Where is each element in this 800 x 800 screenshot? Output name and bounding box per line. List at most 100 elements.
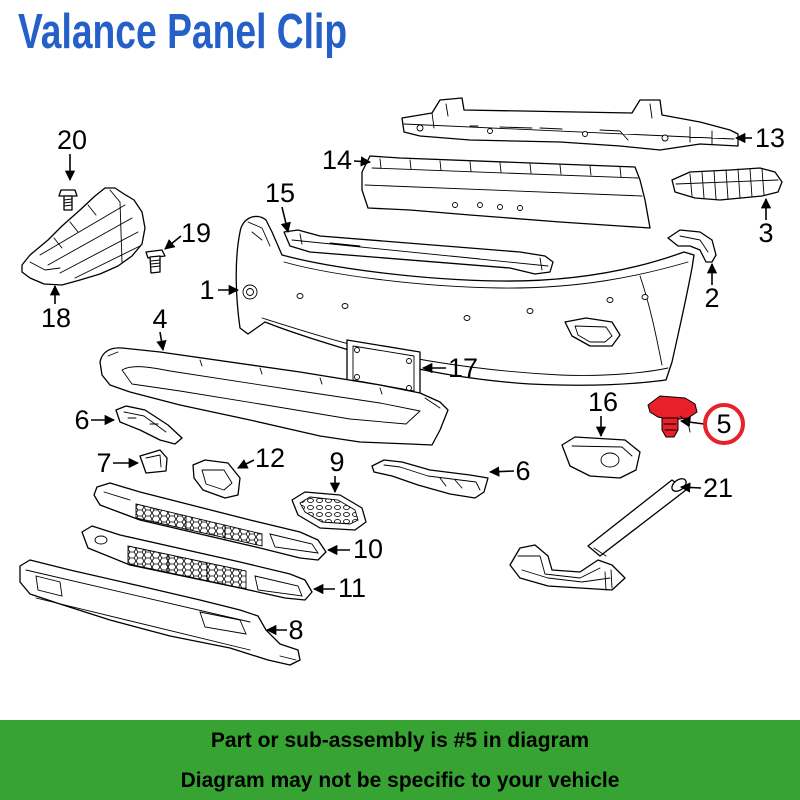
part-8-window-left [35,575,63,597]
callout-18: 18 [41,303,71,333]
part-21-bracket [509,544,626,591]
part-9 [291,491,367,531]
part-14 [361,155,651,229]
part-16-opening [600,452,620,468]
part-14-outline [361,155,651,229]
footer-disclaimer: Diagram may not be specific to your vehi… [180,769,620,792]
part-1-sensor-hole [526,308,534,314]
part-14-hole [477,202,483,208]
bolt-19-shaft [149,255,161,274]
part-20-bolt [58,189,78,211]
part-13-hole [487,128,493,134]
part-21-rod [587,479,687,557]
part-2-detail [679,235,709,253]
part-10 [93,482,327,561]
callout-19: 19 [181,218,211,248]
callout-5-highlighted: 5 [716,409,731,439]
part-16-outline [561,436,641,479]
part-1-sensor-hole [606,297,614,303]
part-11-mesh [127,545,247,590]
part-19-bolt [145,249,166,274]
part-17-hole [406,385,412,391]
leader-arrow-12 [237,459,255,469]
part-8-detail [25,569,297,661]
part-18-outline [21,187,146,286]
part-4 [99,347,449,446]
part-1-sensor-hole [463,315,471,321]
part-6-right [371,459,489,499]
callout-14: 14 [322,145,352,175]
callout-7: 7 [96,448,111,478]
part-4-outline [99,347,449,446]
part-7-outline [139,449,168,474]
callout-2: 2 [704,283,719,313]
part-1-sensor-hole [641,294,649,300]
leader-arrow-14 [353,156,372,167]
part-14-detail [364,158,643,197]
leader-arrow-5 [679,417,705,428]
part-3 [671,167,783,201]
part-6-left-outline [115,405,183,445]
part-4-opening [121,366,421,425]
bolt-20-head [58,189,78,197]
parts-diagram: 20 19 18 15 14 13 3 2 1 4 17 6 7 12 9 6 … [19,97,785,666]
part-7-detail [145,454,162,468]
bolt-20-thread [63,198,73,207]
leader-arrow-19 [164,235,182,250]
leader-arrow-4 [156,331,167,352]
part-13-outline [401,97,739,151]
part-13 [401,97,739,151]
callout-15: 15 [265,178,295,208]
part-14-hole [517,205,523,211]
part-10-mesh [135,503,263,547]
callout-3: 3 [758,218,773,248]
callout-21: 21 [703,473,733,503]
part-13-detail [403,103,735,145]
part-9-mesh [299,496,359,525]
leader-arrow-21 [679,482,702,493]
highlight-circle [703,403,745,445]
part-12-detail [201,469,233,491]
footer-part-note: Part or sub-assembly is #5 in diagram [210,729,590,752]
part-1-round-opening-inner [246,288,254,296]
part-3-detail [675,168,779,200]
part-16 [561,436,641,479]
part-5-clip-stem [661,417,679,438]
part-6-left-detail [123,411,167,433]
part-13-hole [661,134,669,142]
part-11-detail [167,554,208,582]
part-1-fog-opening-detail [574,325,613,343]
callout-20: 20 [57,125,87,155]
part-12-outline [192,459,241,499]
callout-10: 10 [353,534,383,564]
part-21 [509,478,687,591]
part-5-clip-head [647,395,698,421]
part-4-detail [107,351,441,409]
part-18-detail [29,189,141,279]
part-8-outline [19,559,301,666]
part-6-left [115,405,183,445]
callout-16: 16 [588,387,618,417]
part-14-hole [497,204,503,210]
callout-4: 4 [152,304,167,334]
page-title: Valance Panel Clip [18,5,348,59]
part-14-hole [452,202,458,208]
part-1-sensor-hole [341,303,349,309]
part-13-hole [582,131,588,137]
callout-13: 13 [755,123,785,153]
part-10-detail [103,491,226,540]
part-17-hole [354,347,360,353]
part-2 [667,229,717,263]
part-1-sensor-hole [296,293,304,299]
callout-11: 11 [338,573,366,603]
callout-6-right: 6 [515,456,530,486]
part-17-hole [354,374,360,380]
callout-9: 9 [329,447,344,477]
part-15 [283,229,554,275]
part-6-right-outline [371,459,489,499]
callout-17: 17 [448,353,478,383]
part-11-hole [94,535,108,545]
callout-6-left: 6 [74,405,89,435]
part-13-hole [416,124,424,132]
part-18 [21,187,146,286]
